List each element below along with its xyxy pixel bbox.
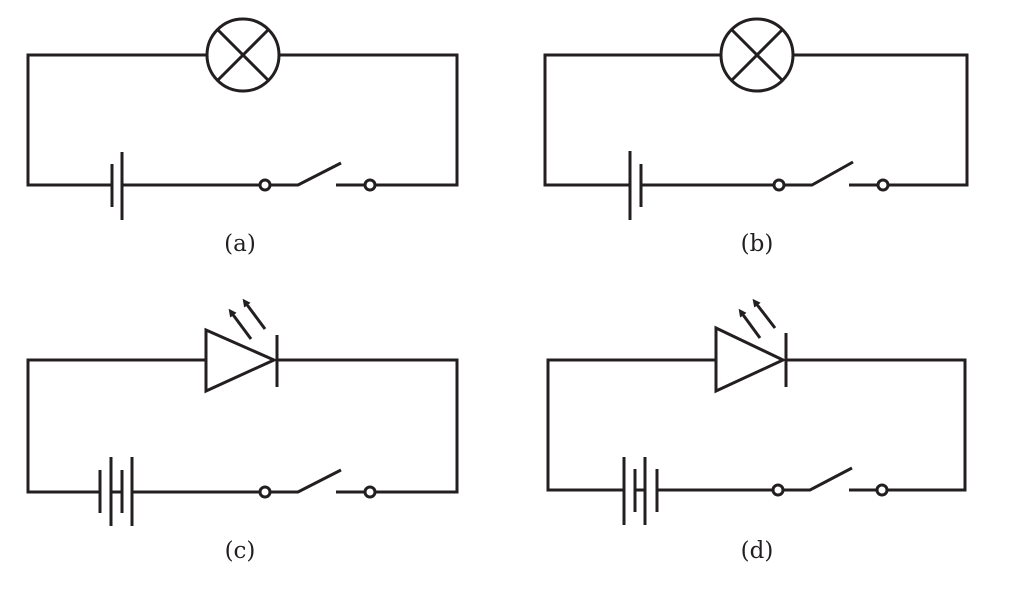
- wire: [543, 53, 969, 187]
- wire: [26, 358, 459, 494]
- switch-icon[interactable]: [772, 178, 890, 192]
- circuit-d: (d): [546, 298, 967, 564]
- led-icon: [714, 298, 788, 394]
- wire: [546, 358, 967, 492]
- led-icon: [204, 298, 279, 394]
- switch-icon[interactable]: [771, 483, 889, 497]
- wire: [26, 53, 459, 187]
- label-a: (a): [224, 231, 256, 257]
- circuit-b: (b): [543, 17, 969, 257]
- label-c: (c): [225, 538, 256, 564]
- battery-icon: [98, 457, 134, 526]
- switch-icon[interactable]: [258, 485, 377, 499]
- lamp-icon: [719, 17, 795, 93]
- battery-icon: [628, 151, 643, 220]
- battery-icon: [622, 457, 659, 525]
- label-d: (d): [741, 538, 774, 564]
- lamp-icon: [205, 17, 281, 93]
- battery-icon: [110, 152, 124, 220]
- circuit-c: (c): [26, 298, 459, 564]
- switch-icon[interactable]: [258, 178, 377, 192]
- label-b: (b): [741, 231, 774, 257]
- circuit-a: (a): [26, 17, 459, 257]
